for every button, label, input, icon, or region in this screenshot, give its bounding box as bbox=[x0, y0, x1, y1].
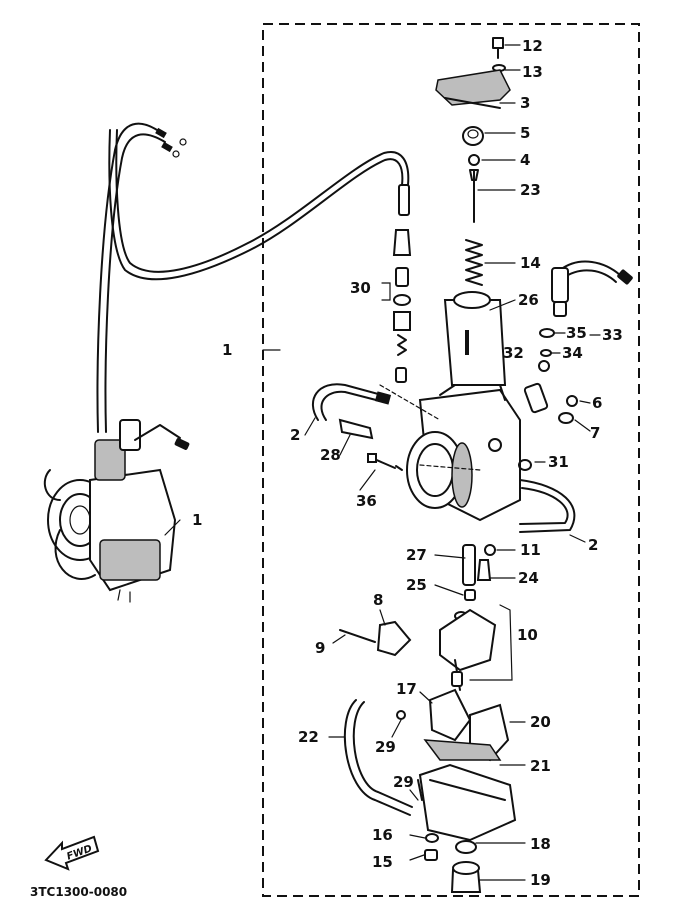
label-29-upper: 29 bbox=[375, 738, 396, 756]
label-1-left: 1 bbox=[192, 511, 202, 529]
label-1-main: 1 bbox=[222, 341, 232, 359]
label-2-left: 2 bbox=[290, 426, 300, 444]
label-18: 18 bbox=[530, 835, 551, 853]
throttle-cable bbox=[96, 122, 410, 433]
label-35: 35 bbox=[566, 324, 587, 342]
leader-lines bbox=[164, 44, 601, 881]
label-19: 19 bbox=[530, 871, 551, 889]
label-17: 17 bbox=[396, 680, 417, 698]
label-21: 21 bbox=[530, 757, 551, 775]
label-15: 15 bbox=[372, 853, 393, 871]
label-14: 14 bbox=[520, 254, 541, 272]
part-labels: 12 13 3 5 4 23 14 26 30 35 33 34 32 1 6 … bbox=[192, 37, 623, 889]
pilot-jet-group bbox=[381, 229, 412, 383]
label-26: 26 bbox=[518, 291, 539, 309]
label-22: 22 bbox=[298, 728, 319, 746]
top-cover-group bbox=[435, 37, 511, 386]
label-13: 13 bbox=[522, 63, 543, 81]
carburetor-body bbox=[379, 384, 521, 522]
small-parts-left bbox=[338, 418, 403, 471]
label-16: 16 bbox=[372, 826, 393, 844]
label-12: 12 bbox=[522, 37, 543, 55]
label-2-right: 2 bbox=[588, 536, 598, 554]
label-7: 7 bbox=[590, 424, 600, 442]
vent-hoses bbox=[312, 383, 576, 533]
label-28: 28 bbox=[320, 446, 341, 464]
label-4: 4 bbox=[520, 151, 530, 169]
fwd-arrow-icon: FWD bbox=[44, 835, 100, 871]
label-36: 36 bbox=[356, 492, 377, 510]
label-34: 34 bbox=[562, 344, 583, 362]
label-5: 5 bbox=[520, 124, 530, 142]
label-20: 20 bbox=[530, 713, 551, 731]
label-33: 33 bbox=[602, 326, 623, 344]
label-9: 9 bbox=[315, 639, 325, 657]
label-25: 25 bbox=[406, 576, 427, 594]
carburetor-assembled-view bbox=[43, 419, 190, 603]
label-27: 27 bbox=[406, 546, 427, 564]
label-11: 11 bbox=[520, 541, 541, 559]
label-6: 6 bbox=[592, 394, 602, 412]
float-group bbox=[339, 604, 513, 742]
label-30: 30 bbox=[350, 279, 371, 297]
label-10: 10 bbox=[517, 626, 538, 644]
small-parts-right bbox=[518, 260, 633, 471]
label-8: 8 bbox=[373, 591, 383, 609]
label-23: 23 bbox=[520, 181, 541, 199]
float-bowl-group bbox=[343, 699, 517, 893]
label-24: 24 bbox=[518, 569, 539, 587]
label-3: 3 bbox=[520, 94, 530, 112]
diagram-code: 3TC1300-0080 bbox=[30, 885, 127, 899]
label-31: 31 bbox=[548, 453, 569, 471]
label-32: 32 bbox=[503, 344, 524, 362]
jet-group bbox=[462, 544, 496, 601]
label-29-lower: 29 bbox=[393, 773, 414, 791]
